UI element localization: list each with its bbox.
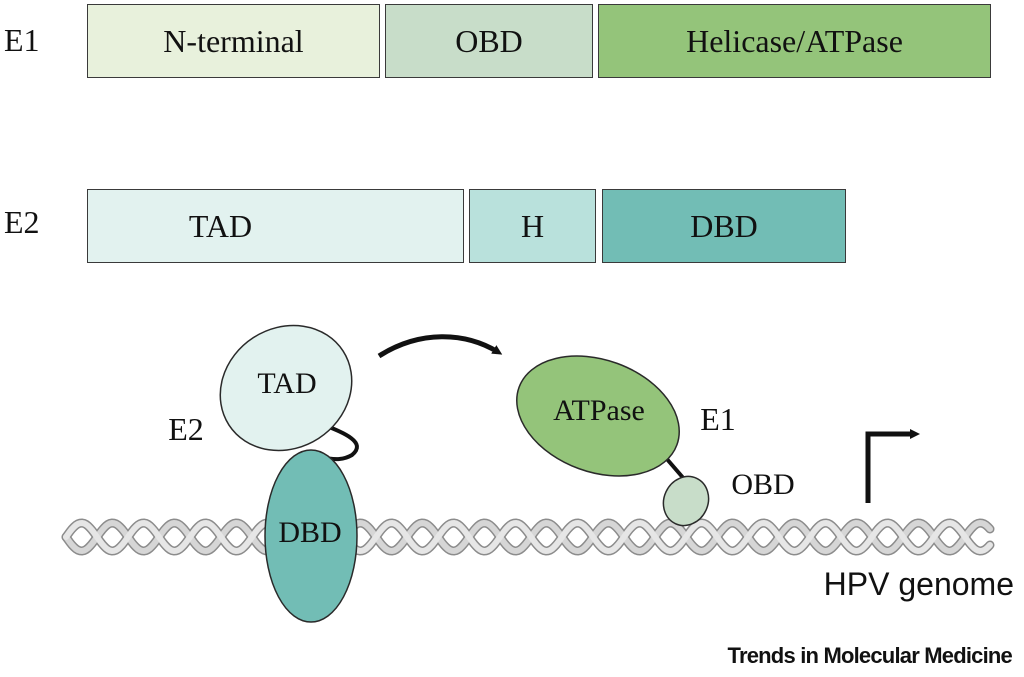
- e2-tad-label: TAD: [188, 207, 253, 244]
- e1-model-label: E1: [700, 401, 736, 437]
- journal-credit: Trends in Molecular Medicine: [727, 643, 1013, 668]
- e2-model-tad-label: TAD: [257, 367, 316, 400]
- e2-dbd-ellipse: [264, 449, 358, 623]
- e1-helicase-label: Helicase/ATPase: [686, 22, 903, 59]
- e1-obd-domain: OBD: [385, 4, 593, 78]
- e2-row-label: E2: [4, 204, 40, 240]
- e1-obd-ellipse: [662, 475, 710, 527]
- e1-protein: ATPase E1 OBD: [516, 355, 795, 527]
- e1-model-obd-label: OBD: [731, 468, 794, 501]
- e2-tad-domain: TAD: [87, 189, 464, 263]
- e2-model-label: E2: [168, 411, 204, 447]
- e2-model-dbd-label: DBD: [278, 516, 341, 549]
- e1-nterminal-label: N-terminal: [163, 22, 304, 59]
- dna-strand-b-fill: [63, 519, 993, 555]
- e2-protein: TAD DBD E2: [168, 324, 359, 623]
- e2-hinge-domain: H: [469, 189, 596, 263]
- e1-nterminal-domain: N-terminal: [87, 4, 380, 78]
- dna-helix: [61, 518, 995, 556]
- promoter-arrow-icon: [865, 429, 920, 503]
- e2-dbd-domain: DBD: [602, 189, 846, 263]
- curved-arrow-icon: [377, 334, 503, 359]
- e1-model-atpase-label: ATPase: [553, 394, 645, 427]
- e1-obd-label: OBD: [455, 22, 523, 59]
- e2-hinge-label: H: [520, 207, 545, 244]
- e2-tad-ellipse: [219, 324, 353, 452]
- e2-dbd-label: DBD: [690, 207, 758, 244]
- hpv-genome-label: HPV genome: [824, 566, 1014, 602]
- e1-helicase-domain: Helicase/ATPase: [598, 4, 991, 78]
- e1-linker: [664, 456, 687, 482]
- e1-row-label: E1: [4, 22, 40, 58]
- e1-atpase-ellipse: [516, 355, 680, 477]
